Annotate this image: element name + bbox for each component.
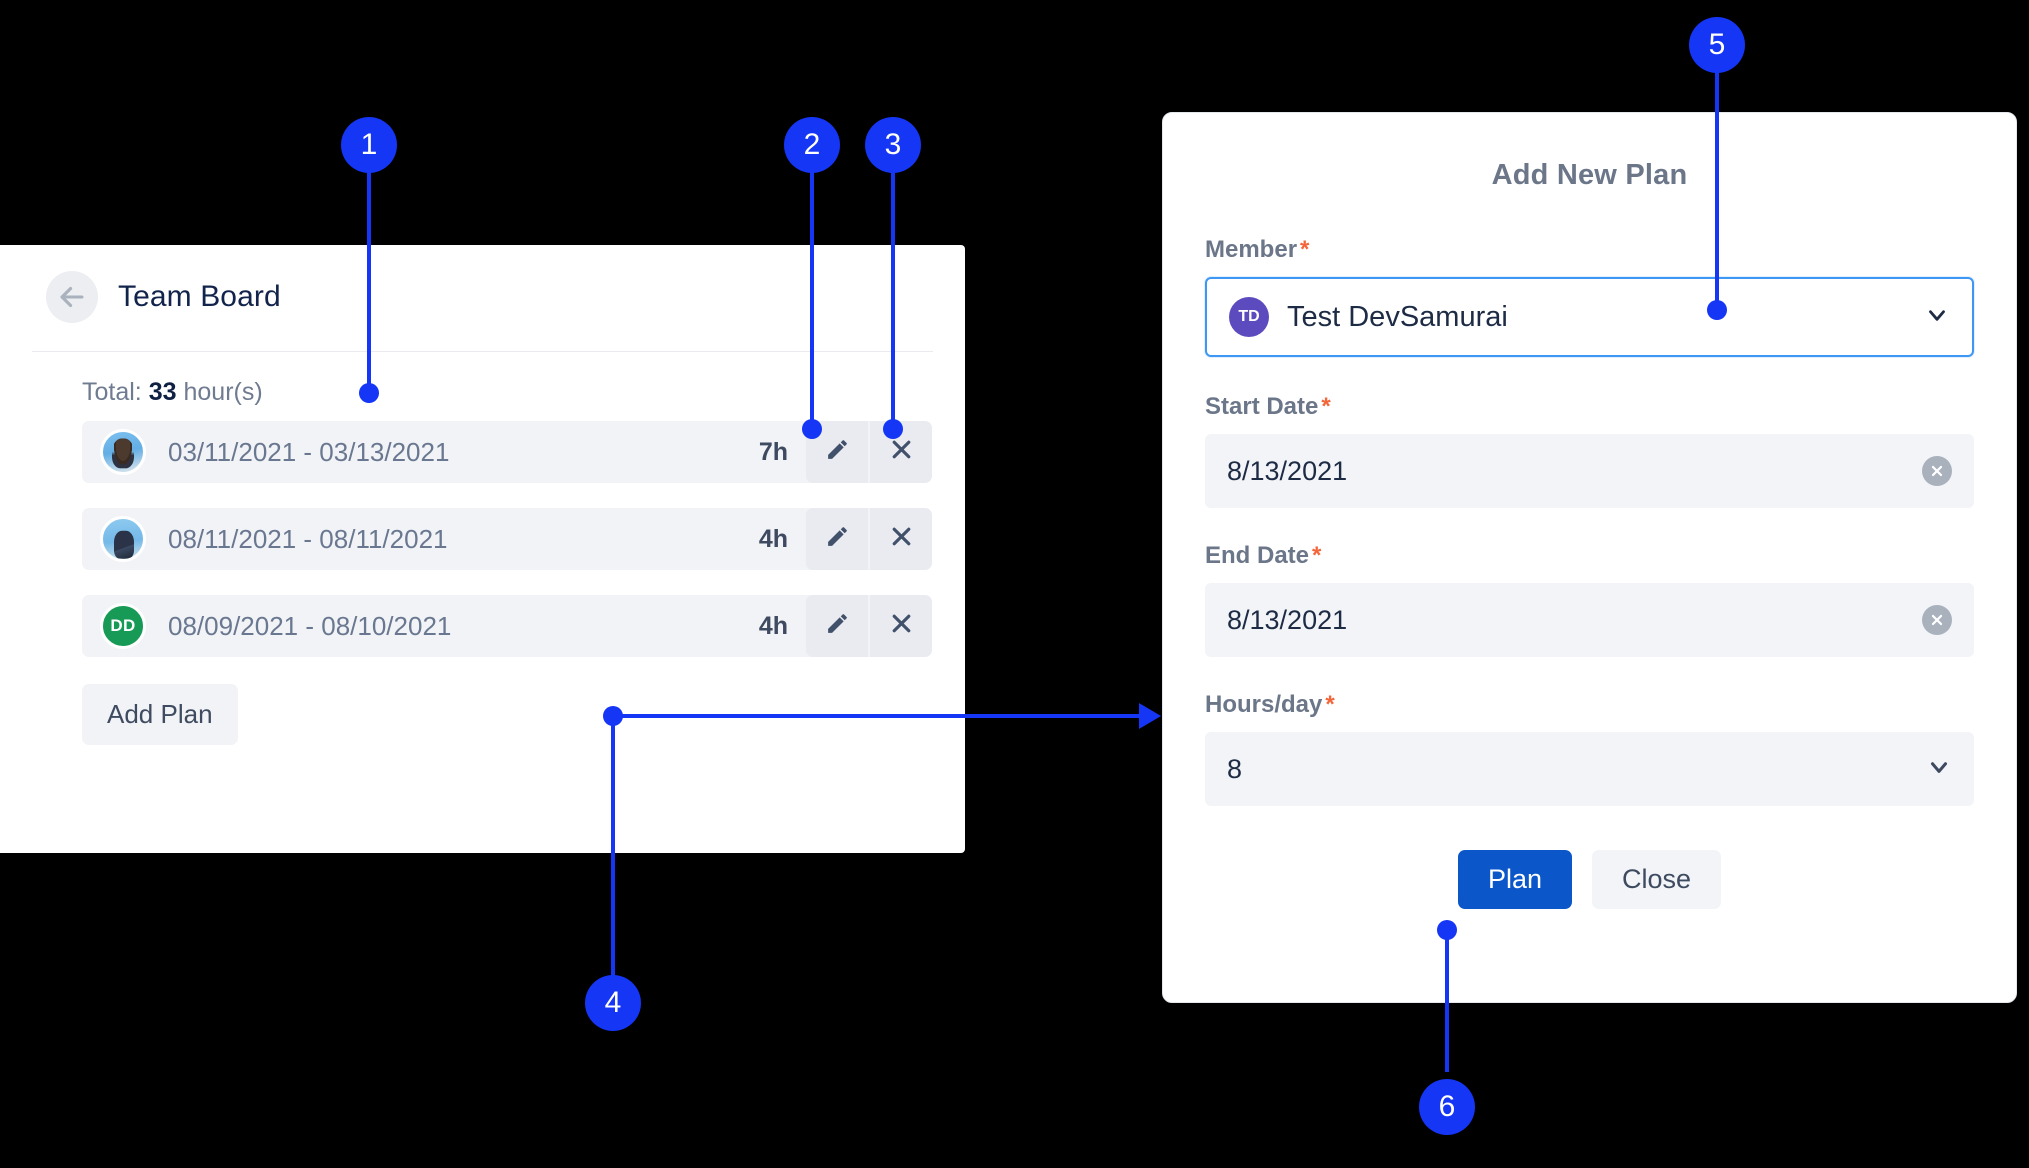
callout-badge-5[interactable]: 5 [1689, 17, 1745, 73]
table-row[interactable]: DD 08/09/2021 - 08/10/2021 4h [82, 595, 932, 657]
start-date-field-label: Start Date* [1205, 393, 1974, 421]
clear-circle-x-icon[interactable] [1922, 605, 1952, 635]
dialog-title: Add New Plan [1491, 159, 1688, 191]
hours-per-day-value: 8 [1227, 753, 1243, 784]
plan-date-range: 03/11/2021 - 03/13/2021 [168, 436, 450, 467]
delete-plan-button[interactable] [870, 421, 932, 483]
close-x-icon [889, 611, 914, 641]
dialog-actions: Plan Close [1205, 850, 1974, 909]
pencil-icon [825, 437, 850, 467]
callout-badge-1[interactable]: 1 [341, 117, 397, 173]
clear-circle-x-icon[interactable] [1922, 456, 1952, 486]
chevron-down-icon [1924, 302, 1950, 333]
member-field-label: Member* [1205, 236, 1974, 264]
member-avatar: TD [1229, 297, 1269, 337]
plan-date-range: 08/11/2021 - 08/11/2021 [168, 523, 448, 554]
required-asterisk: * [1312, 542, 1322, 569]
callout-badge-2[interactable]: 2 [784, 117, 840, 173]
avatar [100, 429, 146, 475]
end-date-field-label: End Date* [1205, 542, 1974, 570]
page-title: Team Board [118, 280, 281, 313]
close-x-icon [889, 524, 914, 554]
add-plan-button[interactable]: Add Plan [82, 684, 238, 745]
required-asterisk: * [1325, 691, 1335, 718]
avatar: DD [100, 603, 146, 649]
member-label-text: Member [1205, 236, 1298, 263]
end-date-field[interactable]: 8/13/2021 [1205, 583, 1974, 657]
member-select[interactable]: TD Test DevSamurai [1205, 277, 1974, 357]
table-row[interactable]: 08/11/2021 - 08/11/2021 4h [82, 508, 932, 570]
required-asterisk: * [1321, 393, 1331, 420]
start-date-value: 8/13/2021 [1227, 455, 1348, 486]
end-date-value: 8/13/2021 [1227, 604, 1348, 635]
hours-per-day-select[interactable]: 8 [1205, 732, 1974, 806]
back-button[interactable] [46, 271, 98, 323]
avatar [100, 516, 146, 562]
total-value: 33 [148, 378, 177, 406]
pencil-icon [825, 524, 850, 554]
add-new-plan-dialog: Add New Plan Member* TD Test DevSamurai … [1162, 112, 2017, 1003]
delete-plan-button[interactable] [870, 508, 932, 570]
plan-hours: 4h [758, 611, 788, 640]
end-date-label-text: End Date [1205, 542, 1310, 569]
callout-badge-6[interactable]: 6 [1419, 1079, 1475, 1135]
required-asterisk: * [1300, 236, 1310, 263]
board-header: Team Board [0, 245, 965, 333]
plan-date-range: 08/09/2021 - 08/10/2021 [168, 610, 452, 641]
hours-per-day-field-label: Hours/day* [1205, 691, 1974, 719]
edit-plan-button[interactable] [806, 421, 868, 483]
chevron-down-icon [1926, 754, 1952, 785]
hours-per-day-label-text: Hours/day [1205, 691, 1323, 718]
member-selected-value: Test DevSamurai [1287, 300, 1508, 333]
add-plan-row: Add Plan [0, 682, 965, 745]
plan-list: 03/11/2021 - 03/13/2021 7h [0, 421, 965, 657]
pencil-icon [825, 611, 850, 641]
start-date-label-text: Start Date [1205, 393, 1319, 420]
callout-badge-3[interactable]: 3 [865, 117, 921, 173]
edit-plan-button[interactable] [806, 508, 868, 570]
start-date-field[interactable]: 8/13/2021 [1205, 434, 1974, 508]
callout-arrow-head-4 [1139, 703, 1161, 729]
delete-plan-button[interactable] [870, 595, 932, 657]
table-row[interactable]: 03/11/2021 - 03/13/2021 7h [82, 421, 932, 483]
arrow-left-icon [55, 280, 89, 314]
plan-hours: 7h [758, 437, 788, 466]
total-suffix: hour(s) [183, 378, 263, 406]
team-board-panel: Team Board Total: 33 hour(s) 03/11/2021 … [0, 245, 965, 853]
total-hours-label: Total: 33 hour(s) [0, 352, 965, 421]
plan-submit-button[interactable]: Plan [1457, 850, 1572, 909]
close-x-icon [889, 437, 914, 467]
callout-badge-4[interactable]: 4 [585, 975, 641, 1031]
edit-plan-button[interactable] [806, 595, 868, 657]
header-divider [32, 351, 933, 352]
close-button[interactable]: Close [1592, 850, 1722, 909]
total-prefix: Total: [82, 378, 142, 406]
plan-hours: 4h [758, 524, 788, 553]
